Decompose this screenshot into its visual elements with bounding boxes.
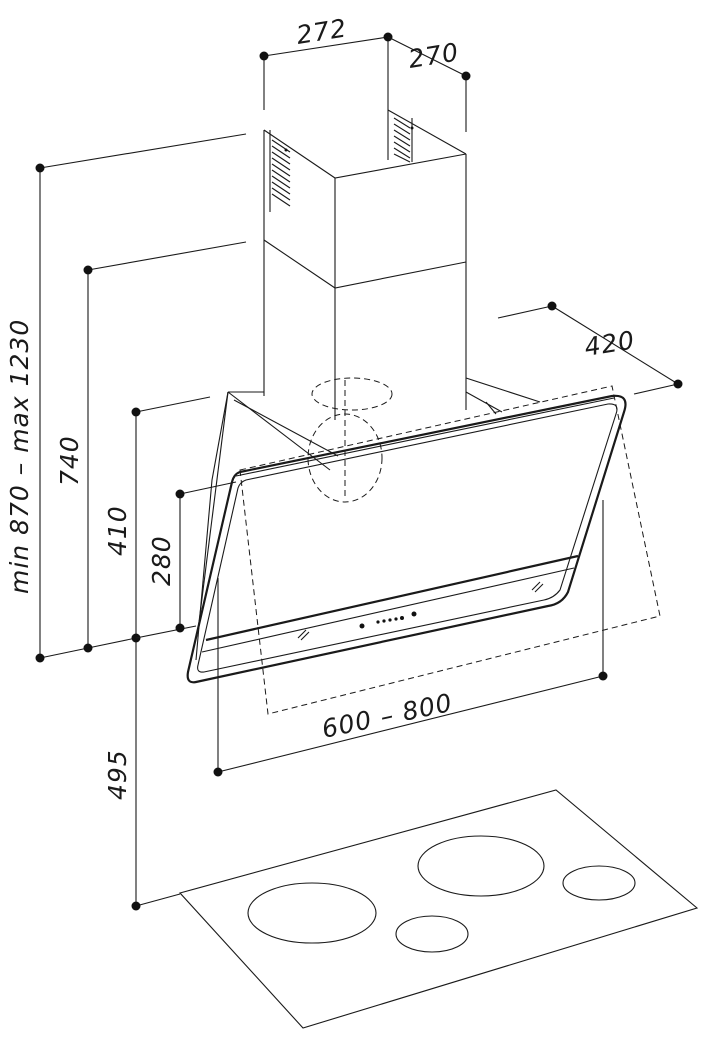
cooktop xyxy=(178,789,699,1029)
chimney-duct xyxy=(263,109,467,420)
vent-grille-icon xyxy=(271,117,414,207)
hood-width-label: 600 – 800 xyxy=(319,688,455,744)
height-740-label: 740 xyxy=(55,435,84,486)
duct-depth-label: 270 xyxy=(406,37,461,74)
hood-body xyxy=(186,377,627,684)
hood-depth-label: 420 xyxy=(582,325,637,362)
dimension-lines xyxy=(35,32,683,911)
height-280-label: 280 xyxy=(147,535,176,586)
hob-clearance-label: 495 xyxy=(103,749,132,800)
height-410-label: 410 xyxy=(103,505,132,556)
total-height-label: min 870 – max 1230 xyxy=(5,319,34,594)
control-panel-icon xyxy=(297,581,544,641)
hidden-outline xyxy=(239,377,661,715)
